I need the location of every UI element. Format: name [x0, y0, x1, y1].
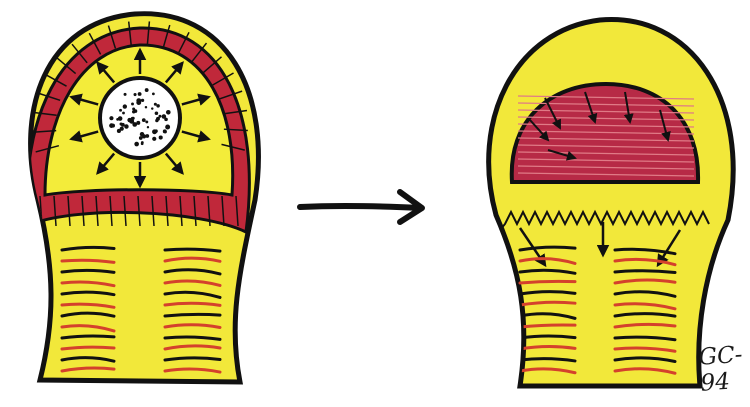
- nucleus-dot: [165, 125, 170, 130]
- nucleus-dot: [109, 116, 113, 120]
- nucleus-dot: [156, 117, 160, 121]
- nucleus-dot: [154, 103, 157, 106]
- nucleus-dot: [141, 99, 144, 102]
- nucleus-dot: [140, 132, 144, 136]
- nucleus-dot: [121, 123, 125, 127]
- nucleus-dot: [141, 142, 144, 145]
- signature-line-2: 94: [700, 367, 750, 396]
- nucleus-dot: [131, 117, 134, 120]
- shaft-streak: [165, 314, 220, 316]
- shaft-streak: [520, 281, 575, 283]
- nucleus-dot: [151, 107, 153, 109]
- nucleus-dot: [132, 110, 135, 113]
- nucleus-dot: [147, 126, 149, 128]
- nucleus-dot: [138, 92, 142, 96]
- nucleus-dot: [124, 93, 127, 96]
- nucleus-dot: [156, 104, 159, 107]
- nucleus-dot: [162, 114, 167, 119]
- right-arrow-icon: [300, 192, 422, 222]
- nucleus-dot: [152, 137, 156, 141]
- shaft-streak: [615, 271, 675, 273]
- nucleus-dot: [123, 104, 127, 108]
- left-bone-end: [27, 14, 258, 382]
- nucleus-dot: [142, 118, 146, 122]
- nucleus-dot: [120, 127, 124, 131]
- nucleus-dot: [136, 121, 140, 125]
- nucleus-dot: [136, 98, 141, 103]
- nucleus-dot: [155, 111, 159, 115]
- nucleus-dot: [132, 107, 135, 110]
- nucleus-dot: [145, 106, 147, 108]
- nucleus-dot: [124, 124, 128, 128]
- ossification-center: [100, 78, 180, 158]
- nucleus-dot: [131, 103, 134, 106]
- nucleus-dot: [118, 116, 123, 121]
- signature-line-1: GC-: [698, 341, 750, 370]
- nucleus-dot: [152, 93, 155, 96]
- nucleus-dot: [119, 109, 122, 112]
- nucleus-dot: [145, 88, 149, 92]
- nucleus-dot: [166, 110, 171, 115]
- nucleus-dot: [134, 93, 137, 96]
- nucleus-dot: [134, 142, 139, 147]
- nucleus-dot: [122, 112, 125, 115]
- nucleus-dot: [154, 129, 157, 132]
- nucleus-dot: [109, 123, 114, 128]
- right-bone-end: [489, 19, 734, 386]
- nucleus-dot: [145, 120, 148, 123]
- nucleus-dot: [159, 135, 163, 139]
- artist-signature: GC- 94: [698, 341, 750, 406]
- nucleus-dot: [164, 130, 167, 133]
